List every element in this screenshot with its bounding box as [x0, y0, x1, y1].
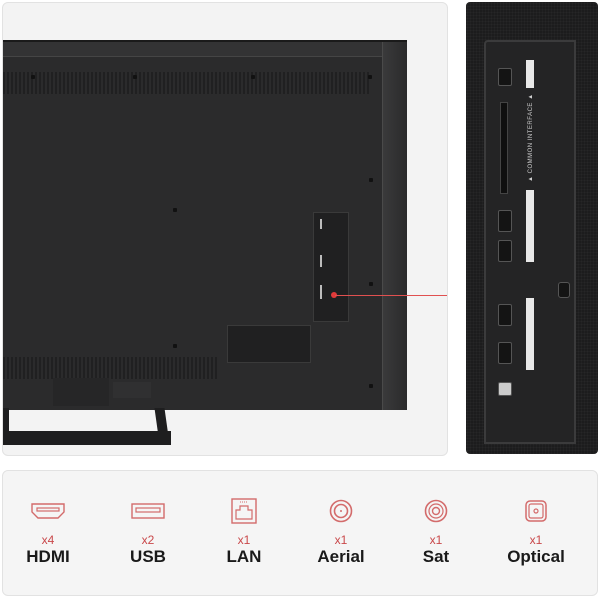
hdmi-icon — [3, 497, 93, 525]
tv-back-cover — [3, 40, 407, 410]
bottom-vent — [3, 357, 217, 379]
lan-count: x1 — [237, 533, 251, 547]
usb-icon — [103, 497, 193, 525]
ci-label: ▲ COMMON INTERFACE ▲ — [528, 93, 534, 182]
screw — [369, 384, 373, 388]
sat-icon — [391, 497, 481, 525]
aerial-count: x1 — [334, 533, 348, 547]
bottom-port-panel — [227, 325, 311, 363]
connections-summary: x4 HDMI x2 USB x1 LAN x1 Aerial x1 Sat x… — [2, 470, 598, 596]
connection-aerial: x1 Aerial — [296, 497, 386, 567]
top-vent — [3, 72, 371, 94]
connection-usb: x2 USB — [103, 497, 193, 567]
screw — [31, 75, 35, 79]
tv-top-edge — [3, 42, 383, 57]
connection-hdmi: x4 HDMI — [3, 497, 93, 567]
connection-lan: x1 LAN — [199, 497, 289, 567]
optical-count: x1 — [529, 533, 543, 547]
screw — [133, 75, 137, 79]
aerial-icon — [296, 497, 386, 525]
hdmi-port-4 — [498, 342, 512, 364]
hdmi-port-3 — [498, 304, 512, 326]
optical-label: Optical — [507, 547, 565, 566]
optical-icon — [491, 497, 581, 525]
hdmi-port-2 — [498, 240, 512, 262]
tv-rear-view-panel — [2, 2, 448, 456]
hdmi-count: x4 — [41, 533, 55, 547]
port-recess: ▲ COMMON INTERFACE ▲ — [484, 40, 576, 444]
stand-leg-left — [3, 408, 9, 444]
connection-optical: x1 Optical — [491, 497, 581, 567]
usb-count: x2 — [141, 533, 155, 547]
connection-sat: x1 Sat — [391, 497, 481, 567]
screw — [251, 75, 255, 79]
screw — [368, 75, 372, 79]
port-location-marker — [331, 292, 337, 298]
lan-label: LAN — [226, 547, 262, 566]
screw — [369, 282, 373, 286]
hdmi-port-1 — [498, 210, 512, 232]
port-closeup-panel: ▲ COMMON INTERFACE ▲ — [466, 2, 598, 454]
aerial-label: Aerial — [317, 547, 365, 566]
lan-icon — [199, 497, 289, 525]
side-port-panel — [313, 212, 349, 322]
usb-label: USB — [130, 547, 166, 566]
label-plate — [113, 382, 151, 398]
hdmi-label: HDMI — [26, 547, 70, 566]
headphone-jack — [558, 282, 570, 298]
optical-port — [498, 382, 512, 396]
stand-base — [3, 431, 171, 445]
sat-count: x1 — [429, 533, 443, 547]
screw — [173, 344, 177, 348]
stand-mount — [53, 378, 109, 406]
sat-label: Sat — [422, 547, 450, 566]
tv-right-edge — [382, 42, 407, 410]
screw — [173, 208, 177, 212]
screw — [369, 178, 373, 182]
usb-port — [498, 68, 512, 86]
common-interface-slot — [500, 102, 508, 194]
callout-line — [335, 295, 447, 296]
